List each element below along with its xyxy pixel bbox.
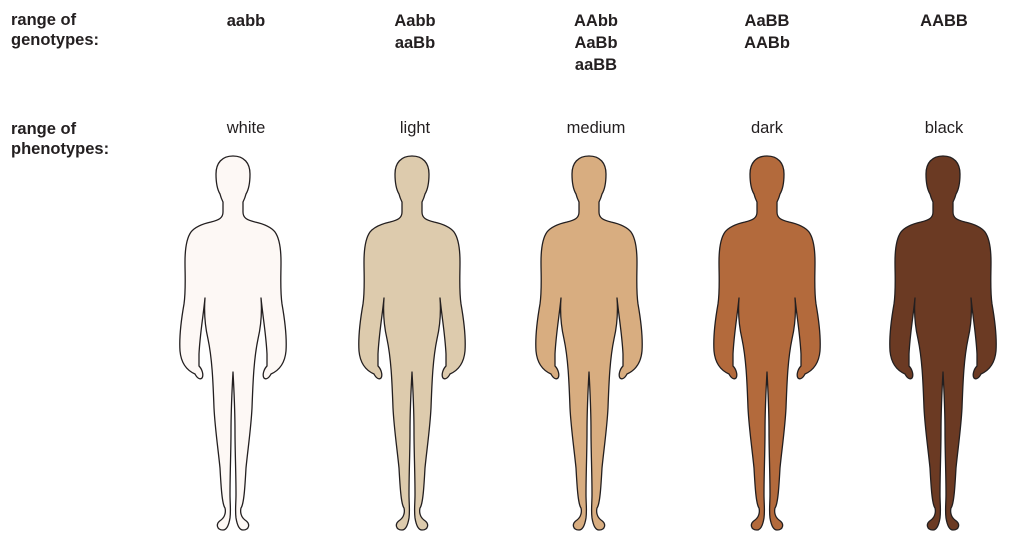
genotype-label: AABb [677, 32, 857, 54]
genotype-label: AaBB [677, 10, 857, 32]
phenotype-label: medium [506, 118, 686, 138]
genotype-label: aaBB [506, 54, 686, 76]
phenotype-label: black [854, 118, 1028, 138]
human-figure-black [890, 156, 997, 530]
genotype-label: Aabb [325, 10, 505, 32]
phenotype-label: dark [677, 118, 857, 138]
human-figure-light [359, 156, 466, 530]
human-figure-dark [714, 156, 821, 530]
phenotype-label: white [156, 118, 336, 138]
genotype-list: aabb [156, 10, 336, 32]
genotype-label: aabb [156, 10, 336, 32]
human-figure-medium [536, 156, 643, 530]
human-figure-white [180, 156, 287, 530]
genotype-list: AABB [854, 10, 1028, 32]
genotype-label: AAbb [506, 10, 686, 32]
genotype-label: AABB [854, 10, 1028, 32]
phenotype-label: light [325, 118, 505, 138]
genotype-label: AaBb [506, 32, 686, 54]
genotype-label: aaBb [325, 32, 505, 54]
